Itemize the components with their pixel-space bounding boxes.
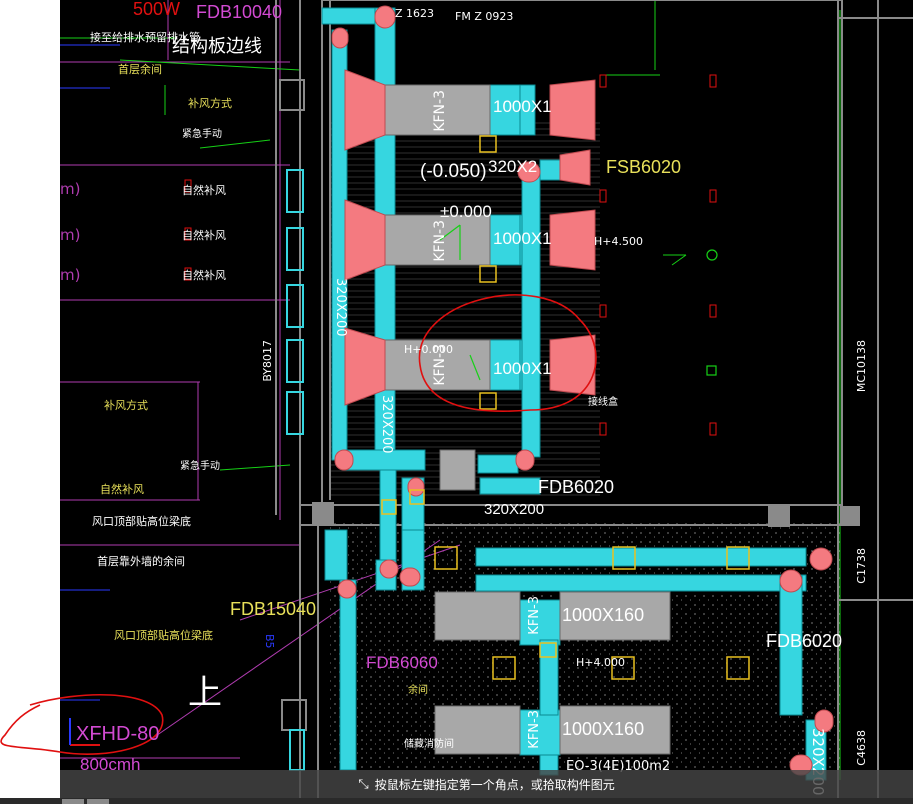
label-duct-vert-b: 320X200 [379, 395, 394, 454]
label-kfn-5: KFN-3 [527, 710, 542, 749]
label-unit-m2: m) [60, 226, 81, 244]
label-fdb6020-a: FDB6020 [538, 477, 615, 497]
label-emergency-2: 紧急手动 [180, 461, 220, 472]
label-supply-method-1: 补风方式 [188, 97, 232, 110]
green-symbols [439, 224, 718, 381]
label-fdb6020-b: FDB6020 [766, 631, 843, 651]
blue-lines [60, 44, 120, 701]
label-z1623: Z 1623 [395, 7, 435, 20]
label-duct-320a: 320X2 [488, 157, 538, 176]
label-size-1000-b: 1000X1 [493, 229, 552, 248]
label-c1738: C1738 [855, 548, 868, 584]
label-duct-320-200: 320X200 [484, 501, 545, 518]
air-handling-units [384, 84, 671, 755]
label-kfn-1: KFN-3 [432, 90, 448, 132]
label-emergency-1: 紧急手动 [182, 129, 222, 140]
label-b5: B5 [263, 634, 276, 649]
label-unit-m3: m) [60, 266, 81, 284]
bottom-tab-strip[interactable] [62, 799, 109, 804]
label-eq-room-2: 储藏消防间 [404, 739, 454, 750]
markup-circle-kfn [418, 294, 597, 412]
yellow-dampers [381, 135, 750, 680]
label-unit-m1: m) [60, 180, 81, 198]
label-shang: 上 [188, 673, 222, 713]
label-drain-note: 接至给排水预留排水管 [90, 31, 200, 44]
label-fm-z0923: FM Z 0923 [455, 10, 514, 23]
label-auto-supply-3: 自然补风 [182, 269, 226, 282]
label-first-floor: 首层余间 [118, 63, 162, 76]
bottom-tab-1[interactable] [62, 799, 84, 804]
label-size-1000x60-a: 1000X160 [562, 605, 645, 625]
label-supply-method-2: 补风方式 [104, 399, 148, 412]
left-margin-panel [0, 0, 60, 804]
wall-columns [279, 79, 860, 731]
label-small-bottom: EO-3(4E)100m2 [566, 759, 671, 774]
label-auto-supply-1: 自然补风 [182, 184, 226, 197]
label-wind-note-2: 风口顶部贴高位梁底 [114, 629, 213, 642]
command-prompt-text: 按鼠标左键指定第一个角点，或拾取构件图元 [374, 777, 615, 792]
pink-fan-transitions [331, 5, 834, 776]
label-c4638: C4638 [855, 730, 868, 766]
label-mc10138: MC10138 [855, 340, 868, 393]
label-fdb6060: FDB6060 [366, 653, 438, 672]
label-auto-supply-2: 自然补风 [182, 229, 226, 242]
label-kfn-4: KFN-3 [527, 596, 542, 635]
ucs-icon [69, 718, 100, 746]
command-prompt-bar: ⤡ 按鼠标左键指定第一个角点，或拾取构件图元 [60, 770, 913, 798]
label-size-1000-a: 1000X1 [493, 97, 552, 116]
markup-circle-xfhd [0, 693, 164, 755]
red-markers [184, 74, 717, 436]
label-eq-room: 余间 [408, 685, 428, 696]
label-by8017: BY8017 [261, 340, 274, 382]
label-elev-zero: ±0.000 [440, 202, 492, 221]
label-kfn-2: KFN-3 [432, 220, 448, 262]
label-size-1000-c: 1000X1 [493, 359, 552, 378]
label-auto-supply-4: 自然补风 [100, 483, 144, 496]
label-fdb15040: FDB15040 [230, 599, 317, 619]
label-struct-edge: 结构板边线 [172, 36, 262, 57]
wall-window-markers [286, 169, 305, 771]
label-flow-800: 800cmh [80, 755, 141, 774]
label-h4000: H+4.000 [576, 656, 625, 669]
label-h4500: H+4.500 [594, 235, 643, 248]
label-elev-neg: (-0.050) [420, 161, 487, 182]
label-duct-vert-a: 320X200 [333, 278, 348, 337]
label-fdb-top: FDB10040 [196, 2, 283, 22]
label-size-1000x60-b: 1000X160 [562, 719, 645, 739]
label-wind-note-1: 风口顶部贴高位梁底 [92, 515, 191, 528]
corner-select-icon: ⤡ [358, 776, 369, 792]
bottom-tab-2[interactable] [87, 799, 109, 804]
green-leader-lines [60, 0, 841, 780]
bottom-status-strip [0, 798, 913, 804]
label-first-outer: 首层靠外墙的余间 [97, 555, 185, 568]
label-h-zero: H+0.000 [404, 343, 453, 356]
label-sw-dev: 接线盒 [588, 397, 618, 408]
label-xfhd: XFHD-80 [76, 723, 160, 745]
label-fsb: FSB6020 [606, 157, 682, 177]
label-power-500w: 500W [133, 0, 181, 19]
